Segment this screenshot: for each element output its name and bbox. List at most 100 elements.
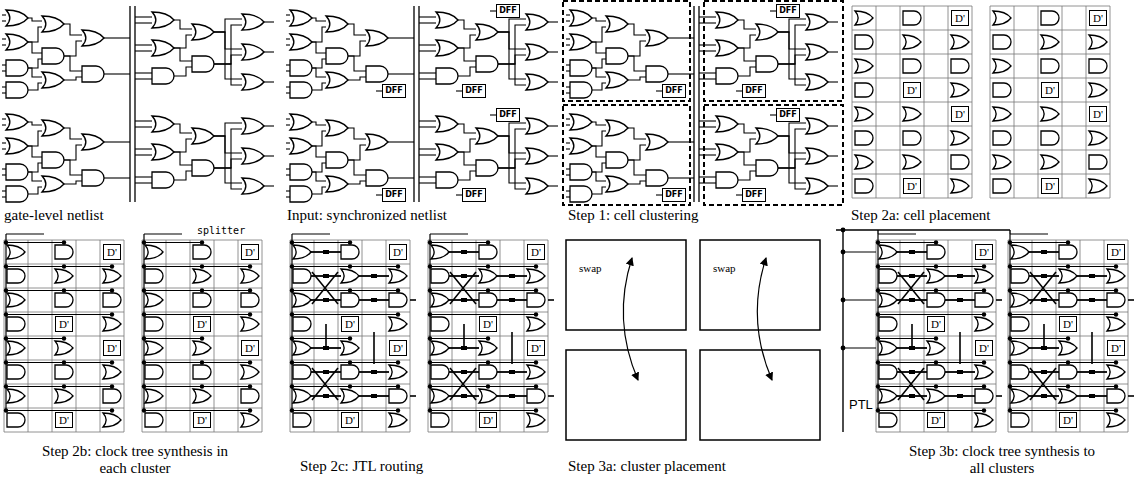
wire [388, 141, 414, 142]
dff-cell: DFF [462, 84, 486, 98]
wire [548, 125, 558, 126]
clock-tree [290, 234, 400, 413]
splitter-dot [1066, 360, 1070, 364]
logic-gate [527, 317, 545, 331]
logic-gate [927, 269, 945, 283]
wire [996, 395, 1002, 397]
splitter-dot [290, 336, 294, 340]
bus-line [129, 6, 130, 202]
logic-gate [431, 269, 449, 283]
logic-gate [436, 12, 458, 28]
logic-gate [1089, 179, 1107, 193]
swap-arrow [757, 258, 772, 380]
placed-dff-cell: D' [241, 244, 259, 260]
logic-gate [242, 178, 264, 194]
logic-gate [993, 155, 1011, 169]
splitter-dot [1008, 312, 1012, 316]
panel-caption: gate-level netlist [4, 207, 104, 224]
jtl-cell [957, 394, 963, 398]
placed-dff-cell: D' [1089, 106, 1107, 122]
logic-gate [879, 341, 897, 355]
splitter-dot [396, 264, 400, 268]
placement-grid [1008, 234, 1134, 432]
panel-caption: Step 2b: clock tree synthesis in each cl… [35, 443, 235, 477]
clock-line [430, 314, 536, 315]
logic-gate [7, 293, 25, 307]
splitter-dot [142, 384, 146, 388]
logic-gate [389, 269, 407, 283]
wire [286, 38, 290, 39]
grid-line [4, 432, 124, 433]
splitter-dot [200, 264, 204, 268]
splitter-dot [1114, 408, 1118, 412]
splitter-dot [110, 288, 114, 292]
wire [214, 159, 242, 168]
jtl-cell [957, 370, 963, 374]
jtl-cell [461, 370, 467, 374]
wire [28, 59, 42, 68]
wire [264, 21, 274, 22]
splitter-dot [348, 384, 352, 388]
netlist [563, 1, 843, 205]
logic-gate [326, 120, 348, 136]
wire [548, 21, 558, 22]
logic-gate [570, 34, 592, 50]
wire [628, 128, 646, 139]
wire [450, 272, 476, 304]
dff-cell: DFF [742, 188, 766, 202]
wire [778, 168, 806, 189]
logic-gate [436, 172, 458, 188]
logic-gate [366, 134, 388, 150]
splitter-dot [142, 312, 146, 316]
splitter-dot [1008, 336, 1012, 340]
splitter-dot [200, 240, 204, 244]
logic-gate [879, 365, 897, 379]
cluster-box [700, 350, 820, 440]
wire [778, 159, 806, 168]
wire [214, 25, 242, 64]
wire [135, 176, 152, 177]
ptl-line [842, 230, 843, 432]
logic-gate [293, 269, 311, 283]
wire [566, 142, 570, 143]
placed-dff-cell: D' [341, 316, 359, 332]
splitter-dot [534, 360, 538, 364]
logic-gate [951, 59, 969, 73]
logic-gate [290, 138, 312, 154]
splitter-dot [534, 408, 538, 412]
splitter-dot [62, 240, 66, 244]
wire [419, 50, 436, 51]
logic-gate [951, 179, 969, 193]
wire [214, 129, 242, 168]
grid-line [428, 432, 548, 433]
logic-gate [241, 389, 259, 403]
placed-dff-cell: D' [527, 244, 545, 260]
splitter-dot [876, 336, 880, 340]
jtl-cell [1041, 298, 1047, 302]
logic-gate [479, 389, 497, 403]
logic-gate [975, 317, 993, 331]
splitter-dot [876, 288, 880, 292]
clock-line [430, 410, 536, 411]
placed-dff-cell: D' [341, 412, 359, 428]
jtl-cell [371, 274, 377, 278]
splitter-dot [428, 288, 432, 292]
wire [699, 120, 716, 121]
logic-gate [756, 56, 778, 72]
wire [450, 368, 476, 400]
logic-gate [293, 413, 311, 427]
splitter-dot [4, 336, 8, 340]
splitter-dot [486, 384, 490, 388]
splitter-dot [534, 264, 538, 268]
panel-caption: Step 3a: cluster placement [568, 458, 726, 475]
logic-gate [366, 170, 388, 186]
grid-line [4, 312, 124, 313]
wire [174, 124, 192, 133]
wires [286, 6, 558, 202]
wire [1030, 272, 1056, 304]
logic-gate [1059, 293, 1077, 307]
wire [214, 32, 242, 79]
logic-gate [993, 35, 1011, 49]
wire [778, 136, 806, 153]
wire [64, 145, 82, 160]
